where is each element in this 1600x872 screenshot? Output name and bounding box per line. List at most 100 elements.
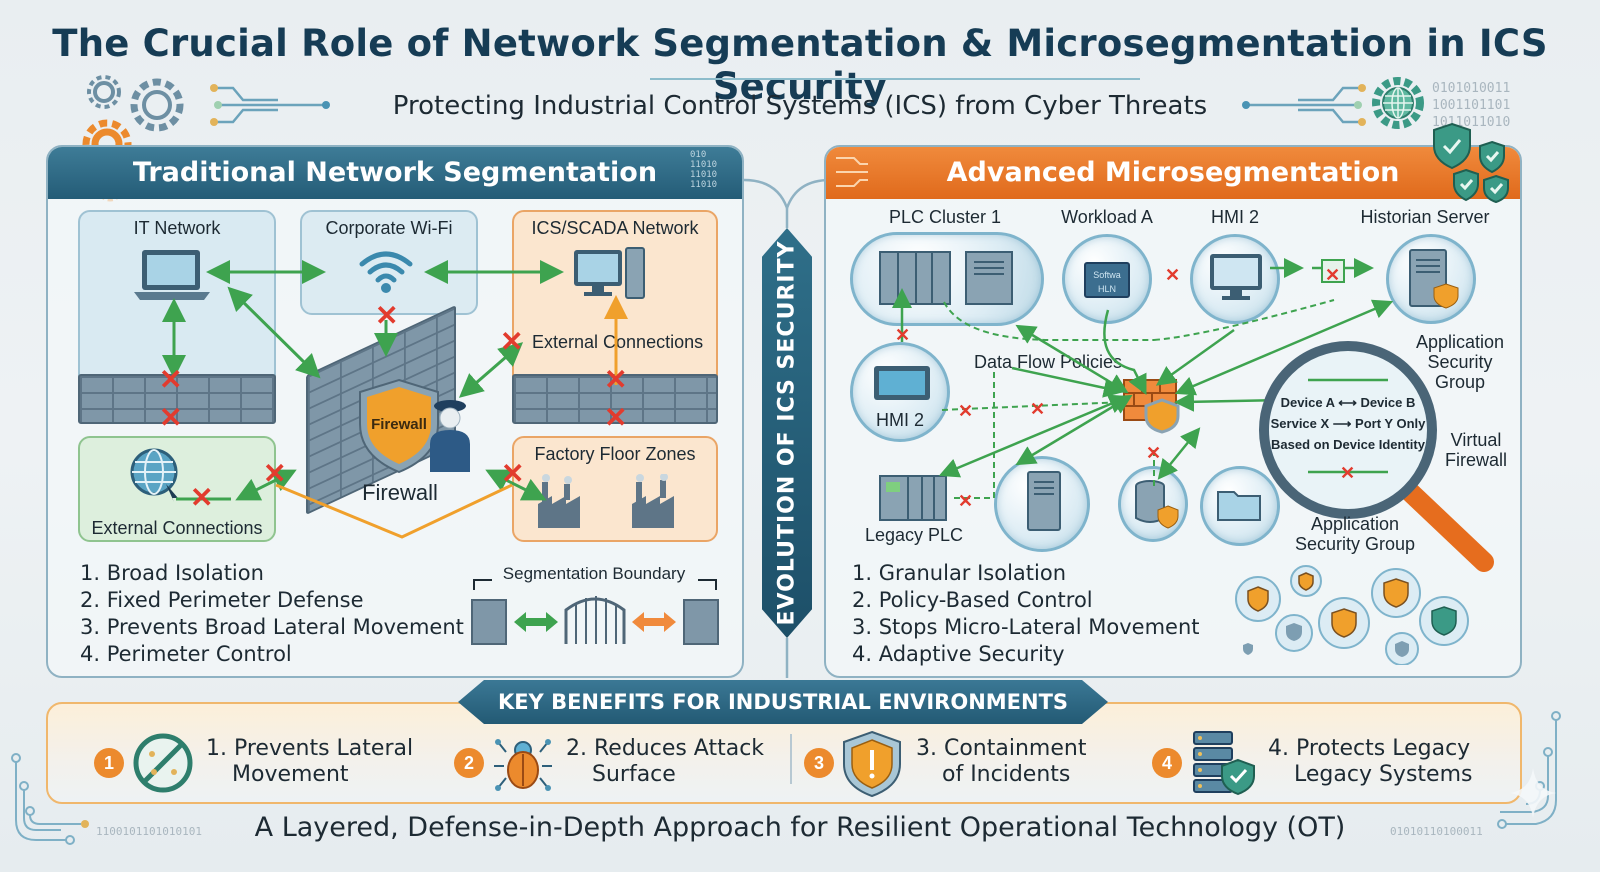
blocked-x-icon: ✕	[958, 491, 974, 511]
legacy-plc-label: Legacy PLC	[864, 525, 964, 545]
it-network-label: IT Network	[133, 218, 221, 238]
evolution-label: EVOLUTION OF ICS SECURITY	[774, 240, 800, 626]
benefit-line: 1. Prevents Lateral	[206, 736, 414, 761]
benefit-number-badge: 2	[454, 748, 484, 778]
evolution-banner: EVOLUTION OF ICS SECURITY	[762, 228, 812, 638]
microsegmentation-points-list: 1. Granular Isolation 2. Policy-Based Co…	[852, 560, 1200, 668]
traditional-point: 2. Fixed Perimeter Defense	[80, 588, 364, 612]
external-connections-label: External Connections	[91, 518, 263, 538]
traditional-connection-arrows	[162, 260, 628, 539]
policy-service-port: Service X ⟶ Port Y Only	[1270, 416, 1426, 431]
footer-tagline: A Layered, Defense-in-Depth Approach for…	[254, 812, 1346, 843]
benefit-line: 2. Reduces Attack	[566, 736, 765, 761]
benefit-line: 4. Protects Legacy	[1268, 736, 1471, 761]
server-tower-icon	[1409, 249, 1459, 309]
micro-point: 3. Stops Micro-Lateral Movement	[852, 615, 1200, 639]
key-benefits-title: KEY BENEFITS FOR INDUSTRIAL ENVIRONMENTS	[458, 680, 1108, 724]
plc-cluster-label: PLC Cluster 1	[888, 207, 1002, 227]
benefit-number-badge: 4	[1152, 748, 1182, 778]
traditional-panel-header: Traditional Network Segmentation	[48, 147, 742, 199]
blocked-x-icon: ✕	[958, 401, 974, 421]
monitor-icon	[1210, 254, 1262, 300]
blocked-x-icon: ✕	[604, 364, 628, 395]
shields-check-icon	[1433, 122, 1509, 204]
blocked-x-icon: ✕	[375, 300, 399, 331]
binary-decoration: 1100101101010101	[96, 825, 202, 838]
blocked-x-icon: ✕	[604, 402, 628, 433]
benefit-number-badge: 3	[804, 748, 834, 778]
traditional-point: 3. Prevents Broad Lateral Movement	[80, 615, 464, 639]
globe-cursor-icon	[130, 448, 178, 502]
firewall-label: Firewall	[362, 480, 438, 505]
micro-point: 2. Policy-Based Control	[852, 588, 1093, 612]
magnifier-policy-text: Device A ⟷ Device B Service X ⟶ Port Y O…	[1268, 392, 1428, 455]
benefit-line: 3. Containment	[916, 736, 1087, 761]
factory-floor-label: Factory Floor Zones	[534, 444, 696, 464]
blocked-x-icon: ✕	[159, 402, 183, 433]
title-divider	[650, 78, 1140, 80]
benefit-item: 4. Protects Legacy Legacy Systems	[1268, 736, 1472, 788]
shield-cluster-icon	[1235, 565, 1469, 665]
traditional-point: 1. Broad Isolation	[80, 561, 264, 585]
legacy-plc-icon	[879, 475, 947, 521]
app-security-group-top-label: Application Security Group	[1415, 332, 1505, 392]
hmi2-left-label: HMI 2	[875, 410, 924, 430]
central-firewall-icon	[1123, 379, 1180, 434]
blocked-x-icon: ✕	[1165, 265, 1181, 285]
blocked-x-icon: ✕	[263, 458, 287, 489]
circuit-lines-icon	[1242, 84, 1366, 126]
microsegmentation-flow-arrows	[892, 258, 1394, 499]
firewall-shield-icon	[359, 378, 439, 474]
wifi-icon	[359, 251, 413, 293]
blocked-x-icon: ✕	[1325, 265, 1341, 285]
blocked-x-icon: ✕	[500, 326, 524, 357]
blocked-x-icon: ✕	[1340, 463, 1356, 483]
server-shield-icon	[1193, 731, 1255, 796]
blocked-x-icon: ✕	[1146, 443, 1162, 463]
segmentation-boundary-icon	[471, 579, 719, 645]
blocked-x-icon: ✕	[501, 458, 525, 489]
benefit-item: 2. Reduces Attack Surface	[566, 736, 764, 788]
benefit-line: of Incidents	[942, 762, 1071, 787]
database-shield-icon	[1135, 480, 1179, 529]
virtual-firewall-label: Virtual Firewall	[1444, 430, 1507, 470]
server-tower-icon	[1027, 471, 1061, 531]
page-title: The Crucial Role of Network Segmentation…	[52, 22, 1548, 108]
benefit-number-badge: 1	[94, 748, 124, 778]
divider	[790, 734, 792, 784]
security-guard-icon	[430, 400, 470, 472]
benefit-item: 3. Containment of Incidents	[916, 736, 1086, 788]
firewall-shield-label: Firewall	[371, 416, 427, 433]
hmi-panel-icon	[874, 366, 930, 400]
ics-external-connections-label: External Connections	[532, 332, 704, 352]
policy-device-identity: Based on Device Identity	[1271, 437, 1425, 452]
circuit-lines-icon	[210, 84, 330, 126]
warning-shield-icon	[843, 730, 901, 798]
no-lateral-movement-icon	[133, 733, 193, 793]
segmentation-boundary-label: Segmentation Boundary	[502, 564, 686, 583]
benefit-item: 1. Prevents Lateral Movement	[206, 736, 413, 788]
benefit-line: Surface	[592, 762, 676, 787]
desktop-computer-icon	[574, 247, 645, 299]
blocked-x-icon: ✕	[895, 325, 911, 345]
blocked-x-icon: ✕	[1030, 399, 1046, 419]
benefit-line: Movement	[232, 762, 349, 787]
brick-wall	[78, 374, 276, 424]
app-security-group-bottom-label: Application Security Group	[1294, 514, 1416, 554]
blocked-x-icon: ✕	[159, 364, 183, 395]
globe-gear-icon	[1372, 77, 1424, 129]
corporate-wifi-label: Corporate Wi-Fi	[325, 218, 453, 238]
magnifier-icon	[1259, 341, 1494, 572]
circuit-lines-icon	[11, 753, 89, 845]
benefit-line: Legacy Systems	[1294, 762, 1473, 787]
historian-server-label: Historian Server	[1360, 207, 1490, 227]
page-subtitle: Protecting Industrial Control Systems (I…	[392, 91, 1208, 121]
evolution-connector-lines	[743, 178, 831, 678]
micro-point: 4. Adaptive Security	[852, 642, 1065, 666]
plc-rack-icon	[879, 251, 1013, 305]
binary-decoration: 01010110100011	[1390, 825, 1483, 838]
hmi2-top-label: HMI 2	[1210, 207, 1259, 227]
laptop-icon	[134, 250, 210, 300]
circuit-lines-icon	[836, 157, 868, 187]
